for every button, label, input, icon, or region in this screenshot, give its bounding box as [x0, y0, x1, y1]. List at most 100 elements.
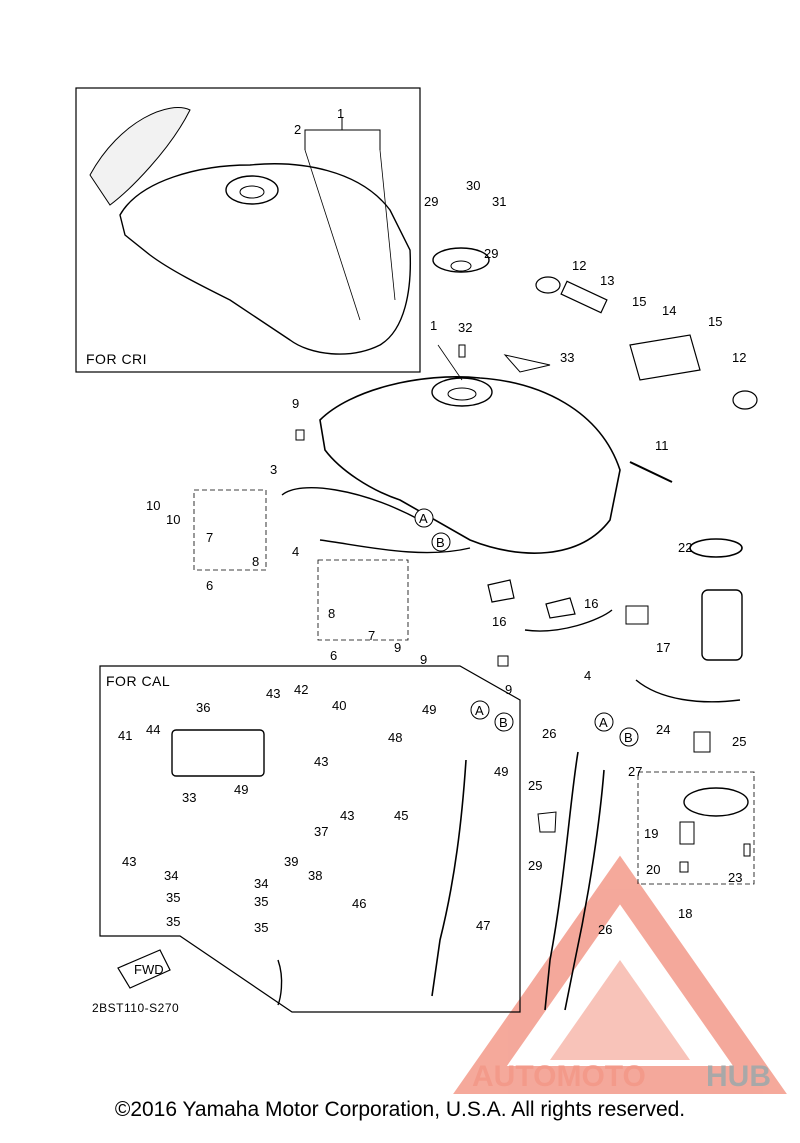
label-46: 46 — [352, 896, 366, 911]
label-31: 33 — [560, 350, 574, 365]
label-38: 38 — [308, 868, 322, 883]
label-29c: 31 — [492, 194, 506, 209]
label-29b: 30 — [466, 178, 480, 193]
label-10a: 10 — [166, 512, 180, 527]
label-14: 14 — [662, 303, 676, 318]
label-5a: 6 — [206, 578, 213, 593]
label-4a: 4 — [292, 544, 299, 559]
label-43b: 43 — [314, 754, 328, 769]
group-18 — [637, 771, 755, 885]
bracket-14 — [629, 334, 701, 381]
callout-a-right — [594, 712, 614, 732]
watermark-triangle-outer — [453, 855, 787, 1094]
label-9a: 10 — [146, 498, 160, 513]
label-12b: 12 — [732, 350, 746, 365]
label-28: 29 — [484, 246, 498, 261]
watermark-logo — [453, 855, 787, 1094]
hose-cal-bottom — [277, 959, 283, 1006]
cal-panel-title: FOR CAL — [106, 673, 170, 689]
cal-panel-border — [99, 665, 521, 1013]
label-23: 24 — [656, 722, 670, 737]
callout-b-right — [619, 727, 639, 747]
label-45: 45 — [394, 808, 408, 823]
bolt-8b — [497, 655, 509, 667]
canister-36 — [171, 729, 265, 777]
label-21: 22 — [678, 540, 692, 555]
watermark-triangle-inner — [550, 960, 690, 1060]
callout-a-cal — [470, 700, 490, 720]
fuel-cap-hole — [447, 387, 477, 401]
callout-a-main-label: A — [419, 511, 428, 526]
cri-leader-1 — [304, 118, 381, 150]
gasket-21 — [689, 538, 743, 558]
cri-tank-cover — [89, 107, 191, 206]
fuel-cap-center — [450, 260, 472, 272]
label-40: 40 — [332, 698, 346, 713]
label-22: 23 — [728, 870, 742, 885]
group-5b — [317, 559, 409, 641]
label-25a: 25 — [528, 778, 542, 793]
pad-16b — [545, 597, 576, 619]
left-side-parts: 9 3 10 10 7 8 6 4 8 7 9 9 6 — [146, 396, 471, 667]
label-6a: 7 — [206, 530, 213, 545]
label-18: 18 — [678, 906, 692, 921]
screw-20 — [679, 861, 689, 873]
hose-47 — [431, 759, 467, 997]
callout-b-cal — [494, 712, 514, 732]
callout-a-cal-label: A — [475, 703, 484, 718]
fuel-cap-assembly — [432, 247, 490, 273]
label-12a: 12 — [572, 258, 586, 273]
label-7a: 8 — [252, 554, 259, 569]
label-27: 29 — [528, 858, 542, 873]
pump-flange — [683, 787, 749, 817]
label-33a: 34 — [164, 868, 178, 883]
label-2: 2 — [294, 122, 301, 137]
label-20: 20 — [646, 862, 660, 877]
label-35a: 35 — [166, 914, 180, 929]
watermark-text-primary: AUTOMOTO — [472, 1060, 646, 1093]
fuel-pump-17 — [701, 589, 743, 661]
pump-float — [625, 605, 649, 625]
fwd-label: FWD — [134, 962, 164, 977]
middle-lower-parts: 16 9 16 4 — [487, 579, 613, 697]
cal-panel: FOR CAL 36 41 44 43 42 40 43 33 49 43 37… — [92, 665, 521, 1015]
cri-panel-border — [75, 87, 421, 373]
cri-fuel-tank — [119, 163, 412, 355]
label-49c: 49 — [494, 764, 508, 779]
callout-a-main — [414, 508, 434, 528]
label-13: 13 — [600, 273, 614, 288]
label-43a: 43 — [266, 686, 280, 701]
label-35b: 35 — [254, 920, 268, 935]
cri-panel-title: FOR CRI — [86, 351, 147, 367]
label-32: 33 — [182, 790, 196, 805]
label-3: 3 — [270, 462, 277, 477]
callout-b-main-label: B — [436, 535, 445, 550]
label-8b: 9 — [505, 682, 512, 697]
label-11: 11 — [655, 438, 669, 453]
label-17: 17 — [656, 640, 670, 655]
label-15a: 15 — [632, 294, 646, 309]
diagram-code: 2BST110-S270 — [92, 1001, 179, 1015]
damper-12b — [732, 390, 758, 410]
hose-4a — [319, 539, 471, 554]
label-48: 48 — [388, 730, 402, 745]
fwd-arrow-icon — [117, 949, 171, 989]
hose-25a — [544, 751, 579, 1011]
label-30: 32 — [458, 320, 472, 335]
part-19 — [679, 821, 695, 845]
label-tank-1: 1 — [430, 318, 437, 333]
label-37: 37 — [314, 824, 328, 839]
label-9b: 9 — [420, 652, 427, 667]
label-16b: 16 — [584, 596, 598, 611]
callout-a-right-label: A — [599, 715, 608, 730]
pad-16a — [487, 579, 515, 603]
callout-b-right-label: B — [624, 730, 633, 745]
emblem-31 — [503, 354, 551, 373]
label-25b: 26 — [598, 922, 612, 937]
label-43c: 43 — [340, 808, 354, 823]
label-1: 1 — [337, 106, 344, 121]
fuel-tank — [319, 376, 621, 554]
label-5b: 6 — [330, 648, 337, 663]
